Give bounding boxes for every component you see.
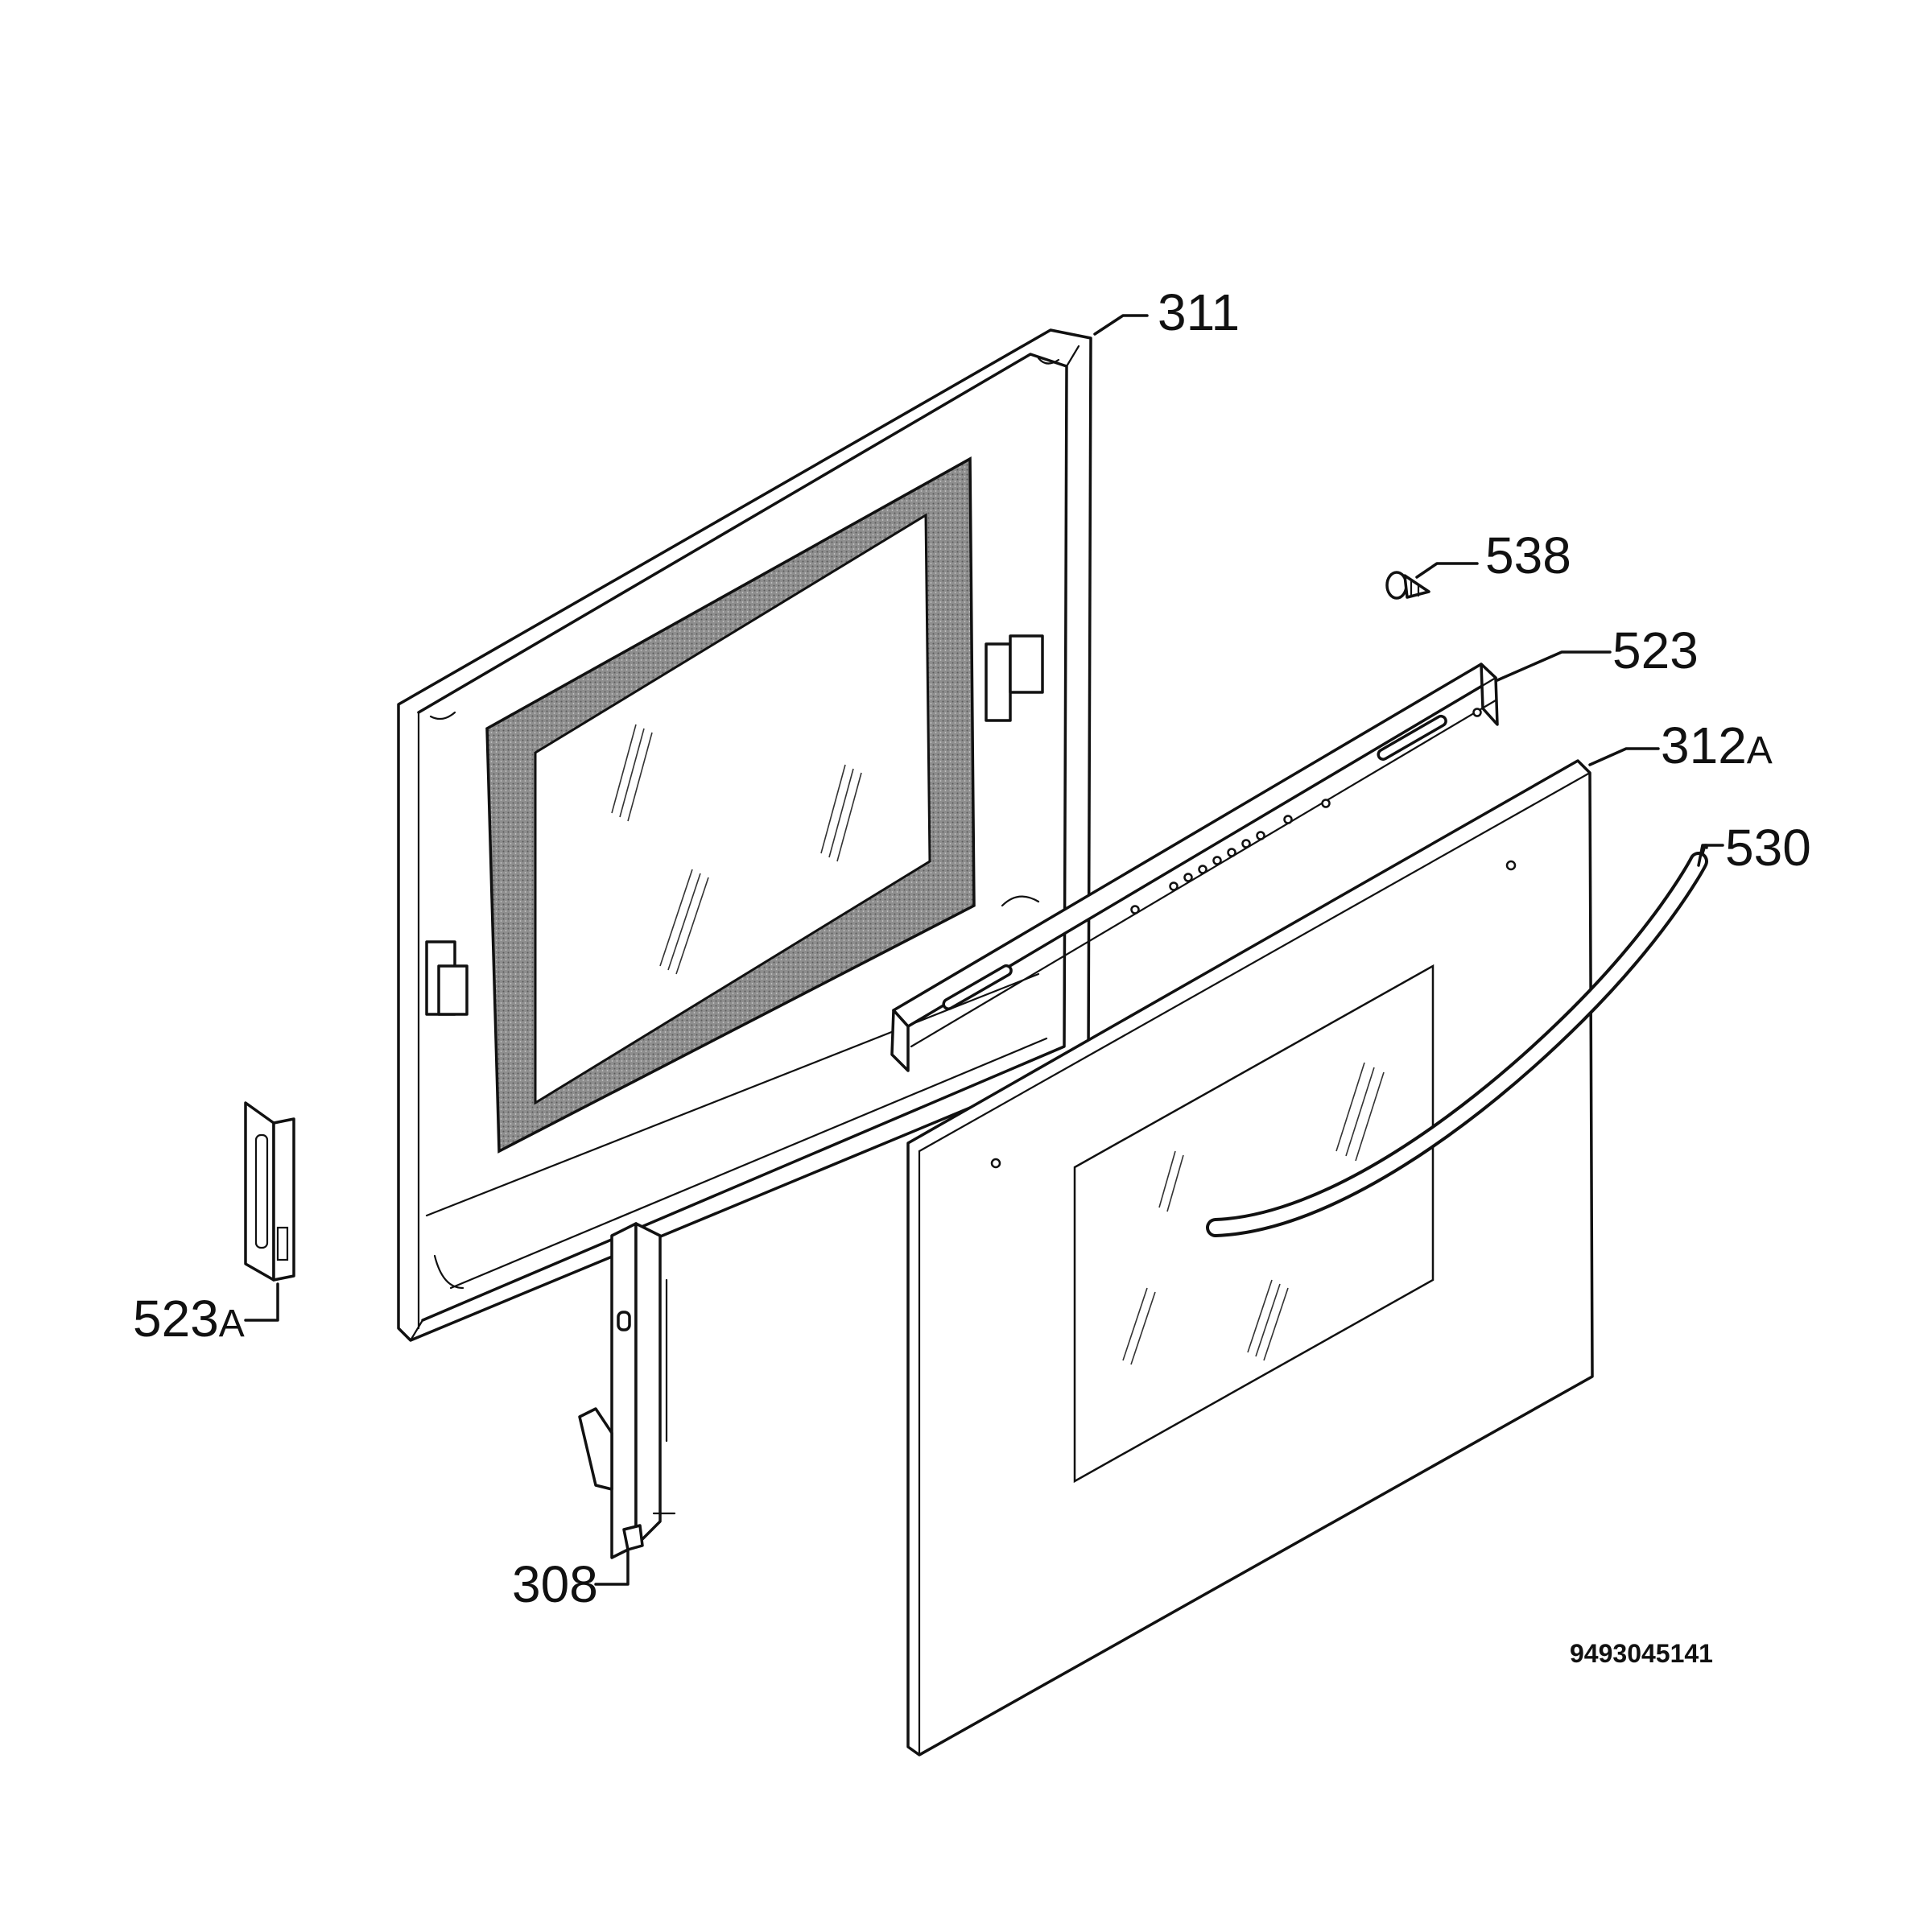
part-523-rail (890, 663, 1499, 1072)
leader-lines (244, 314, 1724, 1586)
part-530-handle (1206, 852, 1708, 1237)
part-308-hinge (578, 1222, 676, 1559)
callout-530: 530 (1725, 819, 1811, 877)
callout-312a: 312A (1661, 716, 1773, 774)
callout-308: 308 (512, 1555, 598, 1613)
part-538-screw (1385, 571, 1430, 600)
part-311-inner-door-frame (397, 328, 1092, 1342)
callout-538: 538 (1485, 526, 1571, 584)
document-number: 9493045141 (1570, 1639, 1713, 1668)
callout-311: 311 (1158, 283, 1240, 341)
callout-523: 523 (1612, 621, 1699, 679)
callout-523a: 523A (133, 1290, 245, 1348)
part-523a-side-clip (244, 1101, 295, 1282)
